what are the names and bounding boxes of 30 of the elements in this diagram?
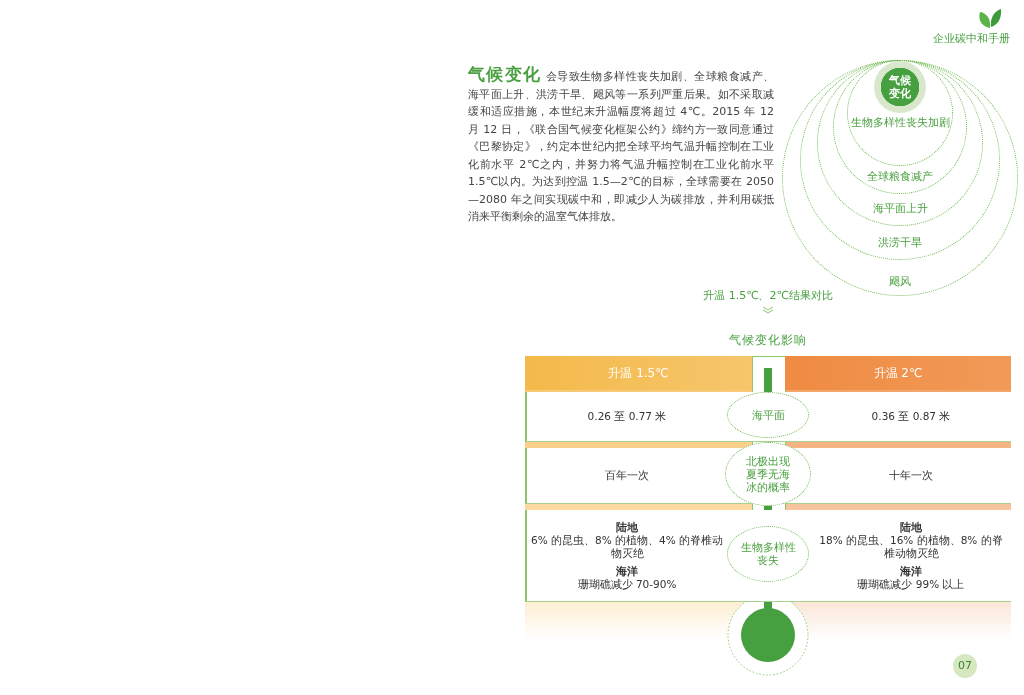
header-cell: 升温 1.5℃ <box>525 356 752 390</box>
section-title: 升温 1.5℃、2℃结果对比 <box>702 288 834 303</box>
cell-text: 18% 的昆虫、16% 的植物、8% 的脊椎动物灭绝 <box>818 533 1004 560</box>
ring-label: 飓风 <box>888 275 912 287</box>
cell-text: 0.26 至 0.77 米 <box>586 410 668 423</box>
ellipse-node: 生物多样性丧失 <box>727 526 809 582</box>
header-title: 企业碳中和手册 <box>932 31 1010 45</box>
ring-label: 全球粮食减产 <box>866 170 934 182</box>
ellipse-node: 北极出现夏季无海冰的概率 <box>725 442 811 506</box>
cell-text: 海洋 <box>899 564 923 578</box>
ellipse-node: 海平面 <box>727 392 809 438</box>
paragraph: 气候变化 会导致生物多样性丧失加剧、全球粮食减产、海平面上升、洪涝干旱、飓风等一系列严重后果。如不采取减缓和适应措施，本世纪末升温幅度将超过 4℃。2015 年 12 月 12 日，《联合国气候变化框架公约》缔约方一致同意通过《巴黎协定》，约定本世纪内把全球平均气温升幅控制在工业化前水平 2℃之内，并努力将气温升幅控制在工业化前水平 1.5℃以内。为达到控温 1.5—2℃的目标，全球需要在 2050—2080 年之间实现碳中和，即减少人为碳排放，并利用碳抵消来平衡剩余的温室气体排放。 <box>468 66 774 225</box>
table-row <box>525 392 1011 442</box>
page-number: 07 <box>953 654 977 678</box>
cell-text: 珊瑚礁减少 70-90% <box>576 577 678 591</box>
cell-text: 百年一次 <box>604 469 650 482</box>
ring-label: 洪涝干旱 <box>877 236 923 248</box>
table-title: 气候变化影响 <box>728 332 808 348</box>
cell-text: 0.36 至 0.87 米 <box>870 410 952 423</box>
ring-label: 生物多样性丧失加剧 <box>849 116 951 128</box>
ring-label: 海平面上升 <box>871 202 929 214</box>
table-row <box>525 510 1011 602</box>
cell-text: 海洋 <box>615 564 639 578</box>
header-cell: 升温 2℃ <box>785 356 1011 390</box>
cell-text: 珊瑚礁减少 99% 以上 <box>856 577 966 591</box>
climate-circle: 气候变化 <box>874 61 926 113</box>
cell-text: 陆地 <box>615 520 639 534</box>
cell-text: 6% 的昆虫、8% 的植物、4% 的脊椎动物灭绝 <box>531 533 723 560</box>
cell-text: 十年一次 <box>888 469 934 482</box>
cell-text: 陆地 <box>899 520 923 534</box>
